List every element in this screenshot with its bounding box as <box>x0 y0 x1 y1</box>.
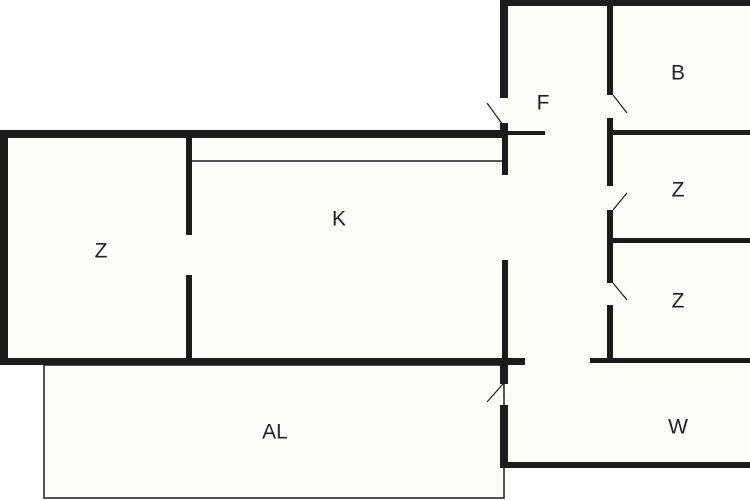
room-label-z-left: Z <box>95 240 108 263</box>
wall <box>607 305 613 362</box>
room-label-z-right-upper: Z <box>672 179 685 202</box>
wall <box>607 118 613 186</box>
wall <box>607 210 613 283</box>
wall <box>186 138 192 235</box>
wall <box>500 0 750 6</box>
room-label-f: F <box>537 92 550 115</box>
door-swing <box>486 383 504 403</box>
wall <box>500 0 508 98</box>
door-swing <box>612 94 628 114</box>
right-wing-floor <box>500 0 750 468</box>
wall <box>0 130 508 138</box>
wall <box>500 405 508 468</box>
wall <box>613 130 750 135</box>
wall <box>0 130 8 365</box>
wall <box>607 0 613 95</box>
wall <box>590 358 750 363</box>
room-label-z-right-lower: Z <box>672 290 685 313</box>
door-swing <box>486 102 504 126</box>
room-label-w: W <box>668 416 688 439</box>
door-swing <box>612 282 628 301</box>
balcony-al <box>43 364 505 499</box>
wall <box>502 130 508 175</box>
door-swing <box>612 192 628 211</box>
wall <box>508 131 545 135</box>
wall <box>500 123 508 133</box>
wall <box>500 462 750 468</box>
room-label-al: AL <box>262 421 288 444</box>
room-label-b: B <box>671 62 685 85</box>
room-label-k: K <box>332 208 346 231</box>
wall <box>186 275 192 358</box>
left-wing-floor <box>0 130 508 365</box>
wall <box>502 260 508 358</box>
wall <box>500 362 508 384</box>
wall <box>0 358 525 365</box>
wall <box>613 238 750 243</box>
